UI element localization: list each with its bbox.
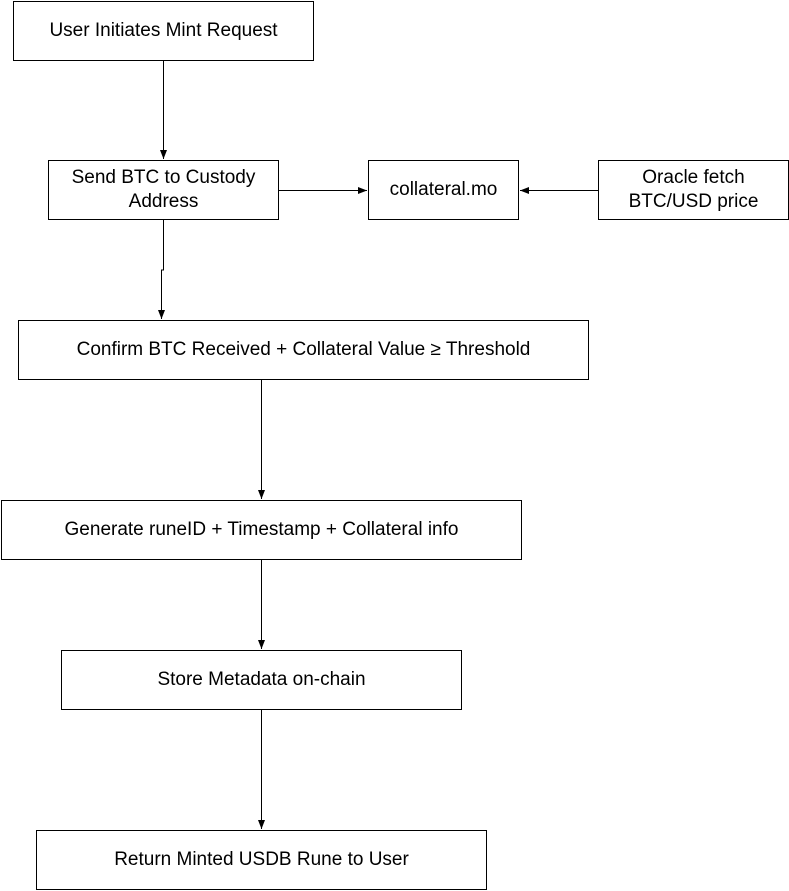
node-oracle-fetch-price: Oracle fetch BTC/USD price (598, 160, 789, 220)
node-generate-rune-id: Generate runeID + Timestamp + Collateral… (1, 500, 522, 560)
node-label: Oracle fetch BTC/USD price (628, 167, 759, 212)
node-user-initiates-mint-request: User Initiates Mint Request (13, 1, 314, 61)
node-label: Return Minted USDB Rune to User (114, 849, 409, 870)
node-label: Confirm BTC Received + Collateral Value … (76, 339, 531, 360)
node-label: Send BTC to Custody Address (71, 167, 256, 212)
edge-send-btc-to-confirm (158, 220, 165, 319)
node-label: Store Metadata on-chain (157, 669, 366, 690)
node-label: collateral.mo (389, 179, 498, 200)
node-store-metadata: Store Metadata on-chain (61, 650, 462, 710)
node-label: Generate runeID + Timestamp + Collateral… (64, 519, 459, 540)
node-confirm-btc-received: Confirm BTC Received + Collateral Value … (18, 320, 589, 380)
node-send-btc-to-custody-address: Send BTC to Custody Address (48, 160, 279, 220)
node-label: User Initiates Mint Request (49, 20, 278, 41)
node-collateral-mo: collateral.mo (368, 160, 519, 220)
node-return-minted-usdb-rune: Return Minted USDB Rune to User (36, 830, 487, 890)
